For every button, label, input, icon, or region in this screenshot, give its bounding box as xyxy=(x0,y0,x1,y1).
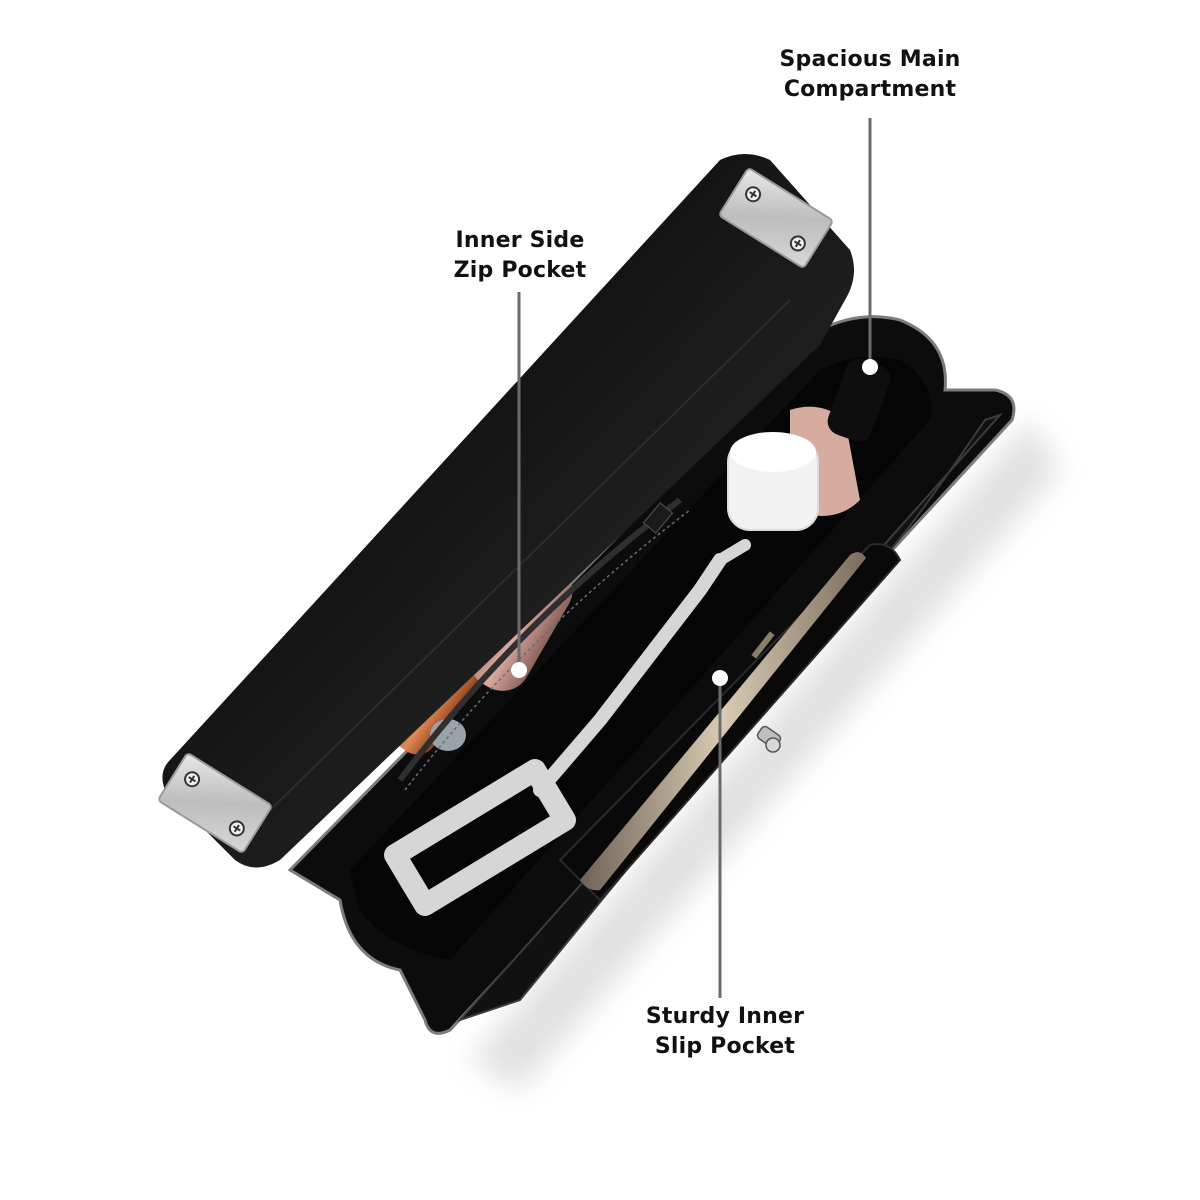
callout-label-zip-pocket: Inner Side Zip Pocket xyxy=(420,226,620,286)
callout-zip-line1: Inner Side xyxy=(455,228,585,253)
turn-lock-clasp xyxy=(756,725,782,753)
callout-dot-main xyxy=(862,359,878,375)
callout-lines xyxy=(511,118,878,998)
phone-in-slip-pocket xyxy=(580,552,866,891)
bag-shadow xyxy=(470,420,1060,1090)
metal-corner-plate-top xyxy=(719,168,833,268)
callout-label-main-compartment: Spacious Main Compartment xyxy=(760,45,980,105)
sunglasses xyxy=(384,539,751,916)
callout-main-line1: Spacious Main xyxy=(779,47,961,72)
nail-polish-bottle xyxy=(727,358,891,531)
callout-zip-line2: Zip Pocket xyxy=(453,258,587,283)
callout-dot-zip xyxy=(511,662,527,678)
metal-corner-plate-bottom xyxy=(158,753,272,853)
callout-slip-line2: Slip Pocket xyxy=(654,1034,796,1059)
callout-dot-slip xyxy=(712,670,728,686)
callout-label-slip-pocket: Sturdy Inner Slip Pocket xyxy=(620,1002,830,1062)
callout-main-line2: Compartment xyxy=(783,77,957,102)
callout-slip-line1: Sturdy Inner xyxy=(645,1004,805,1029)
